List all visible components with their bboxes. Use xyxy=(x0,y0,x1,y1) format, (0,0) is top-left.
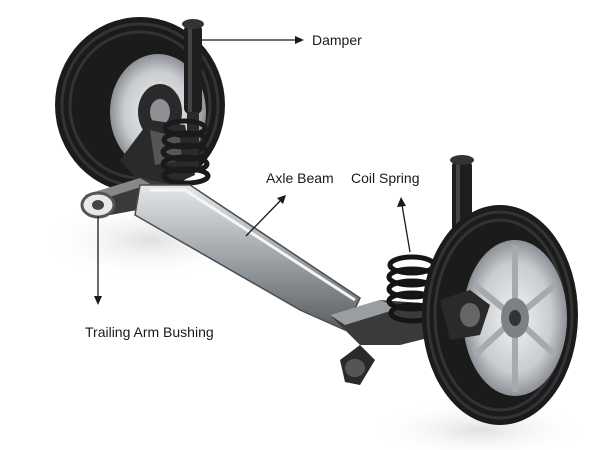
right-wheel xyxy=(422,205,578,425)
axle-beam-leader xyxy=(245,199,282,237)
coil-spring-arrowhead xyxy=(397,197,406,207)
axle-beam-label: Axle Beam xyxy=(266,170,334,186)
right-hub-assembly xyxy=(440,290,490,340)
damper-label: Damper xyxy=(312,32,362,48)
coil-spring-leader xyxy=(401,204,411,253)
left-wheel xyxy=(55,17,225,193)
left-coil-spring xyxy=(160,118,211,186)
damper-arrowhead xyxy=(295,36,304,44)
leader-lines xyxy=(94,36,411,305)
axle-beam-arrowhead xyxy=(277,195,286,204)
trailing-arm-bushing-arrowhead xyxy=(94,296,102,305)
coil-spring-label: Coil Spring xyxy=(351,170,420,186)
trailing-arm-bushing-label: Trailing Arm Bushing xyxy=(85,324,214,340)
